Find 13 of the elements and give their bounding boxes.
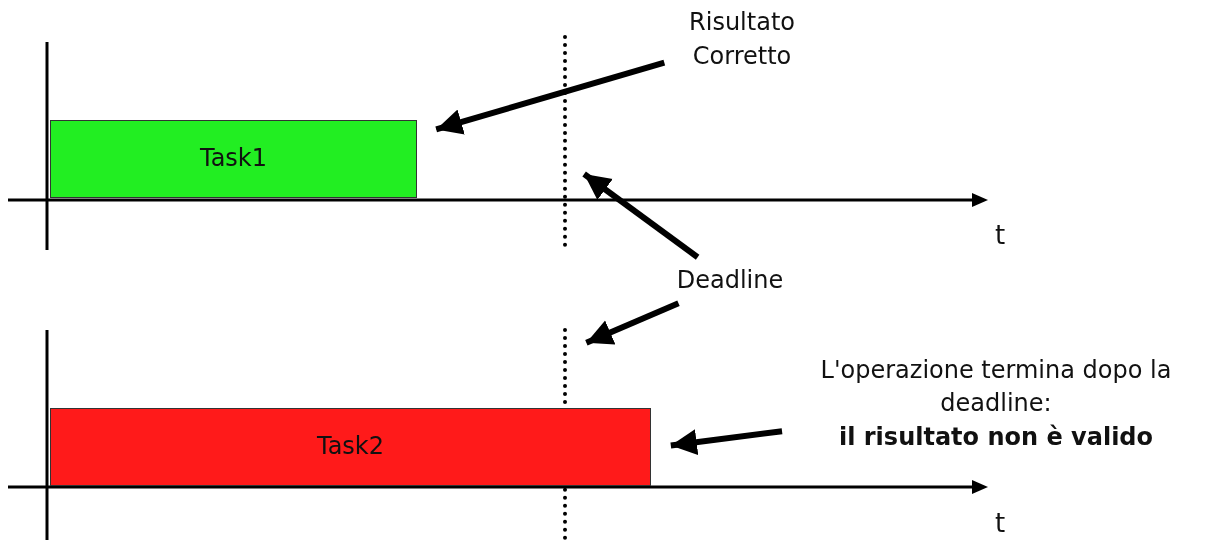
axis-label: t (995, 508, 1006, 538)
leader-arrow (585, 300, 680, 346)
leader-arrow (435, 59, 666, 135)
axis-label: t (995, 220, 1006, 250)
deadline-line (563, 35, 567, 247)
task-bar: Task1 (50, 120, 417, 198)
callout-text: Deadline (676, 265, 784, 297)
leader-arrow (582, 171, 700, 260)
annotation-text: L'operazione termina dopo la deadline: (819, 354, 1173, 420)
task-bar: Task2 (50, 408, 651, 486)
leader-arrow (670, 428, 783, 456)
annotation-text: il risultato non è valido (838, 421, 1154, 453)
callout-text: Risultato Corretto (688, 7, 796, 72)
